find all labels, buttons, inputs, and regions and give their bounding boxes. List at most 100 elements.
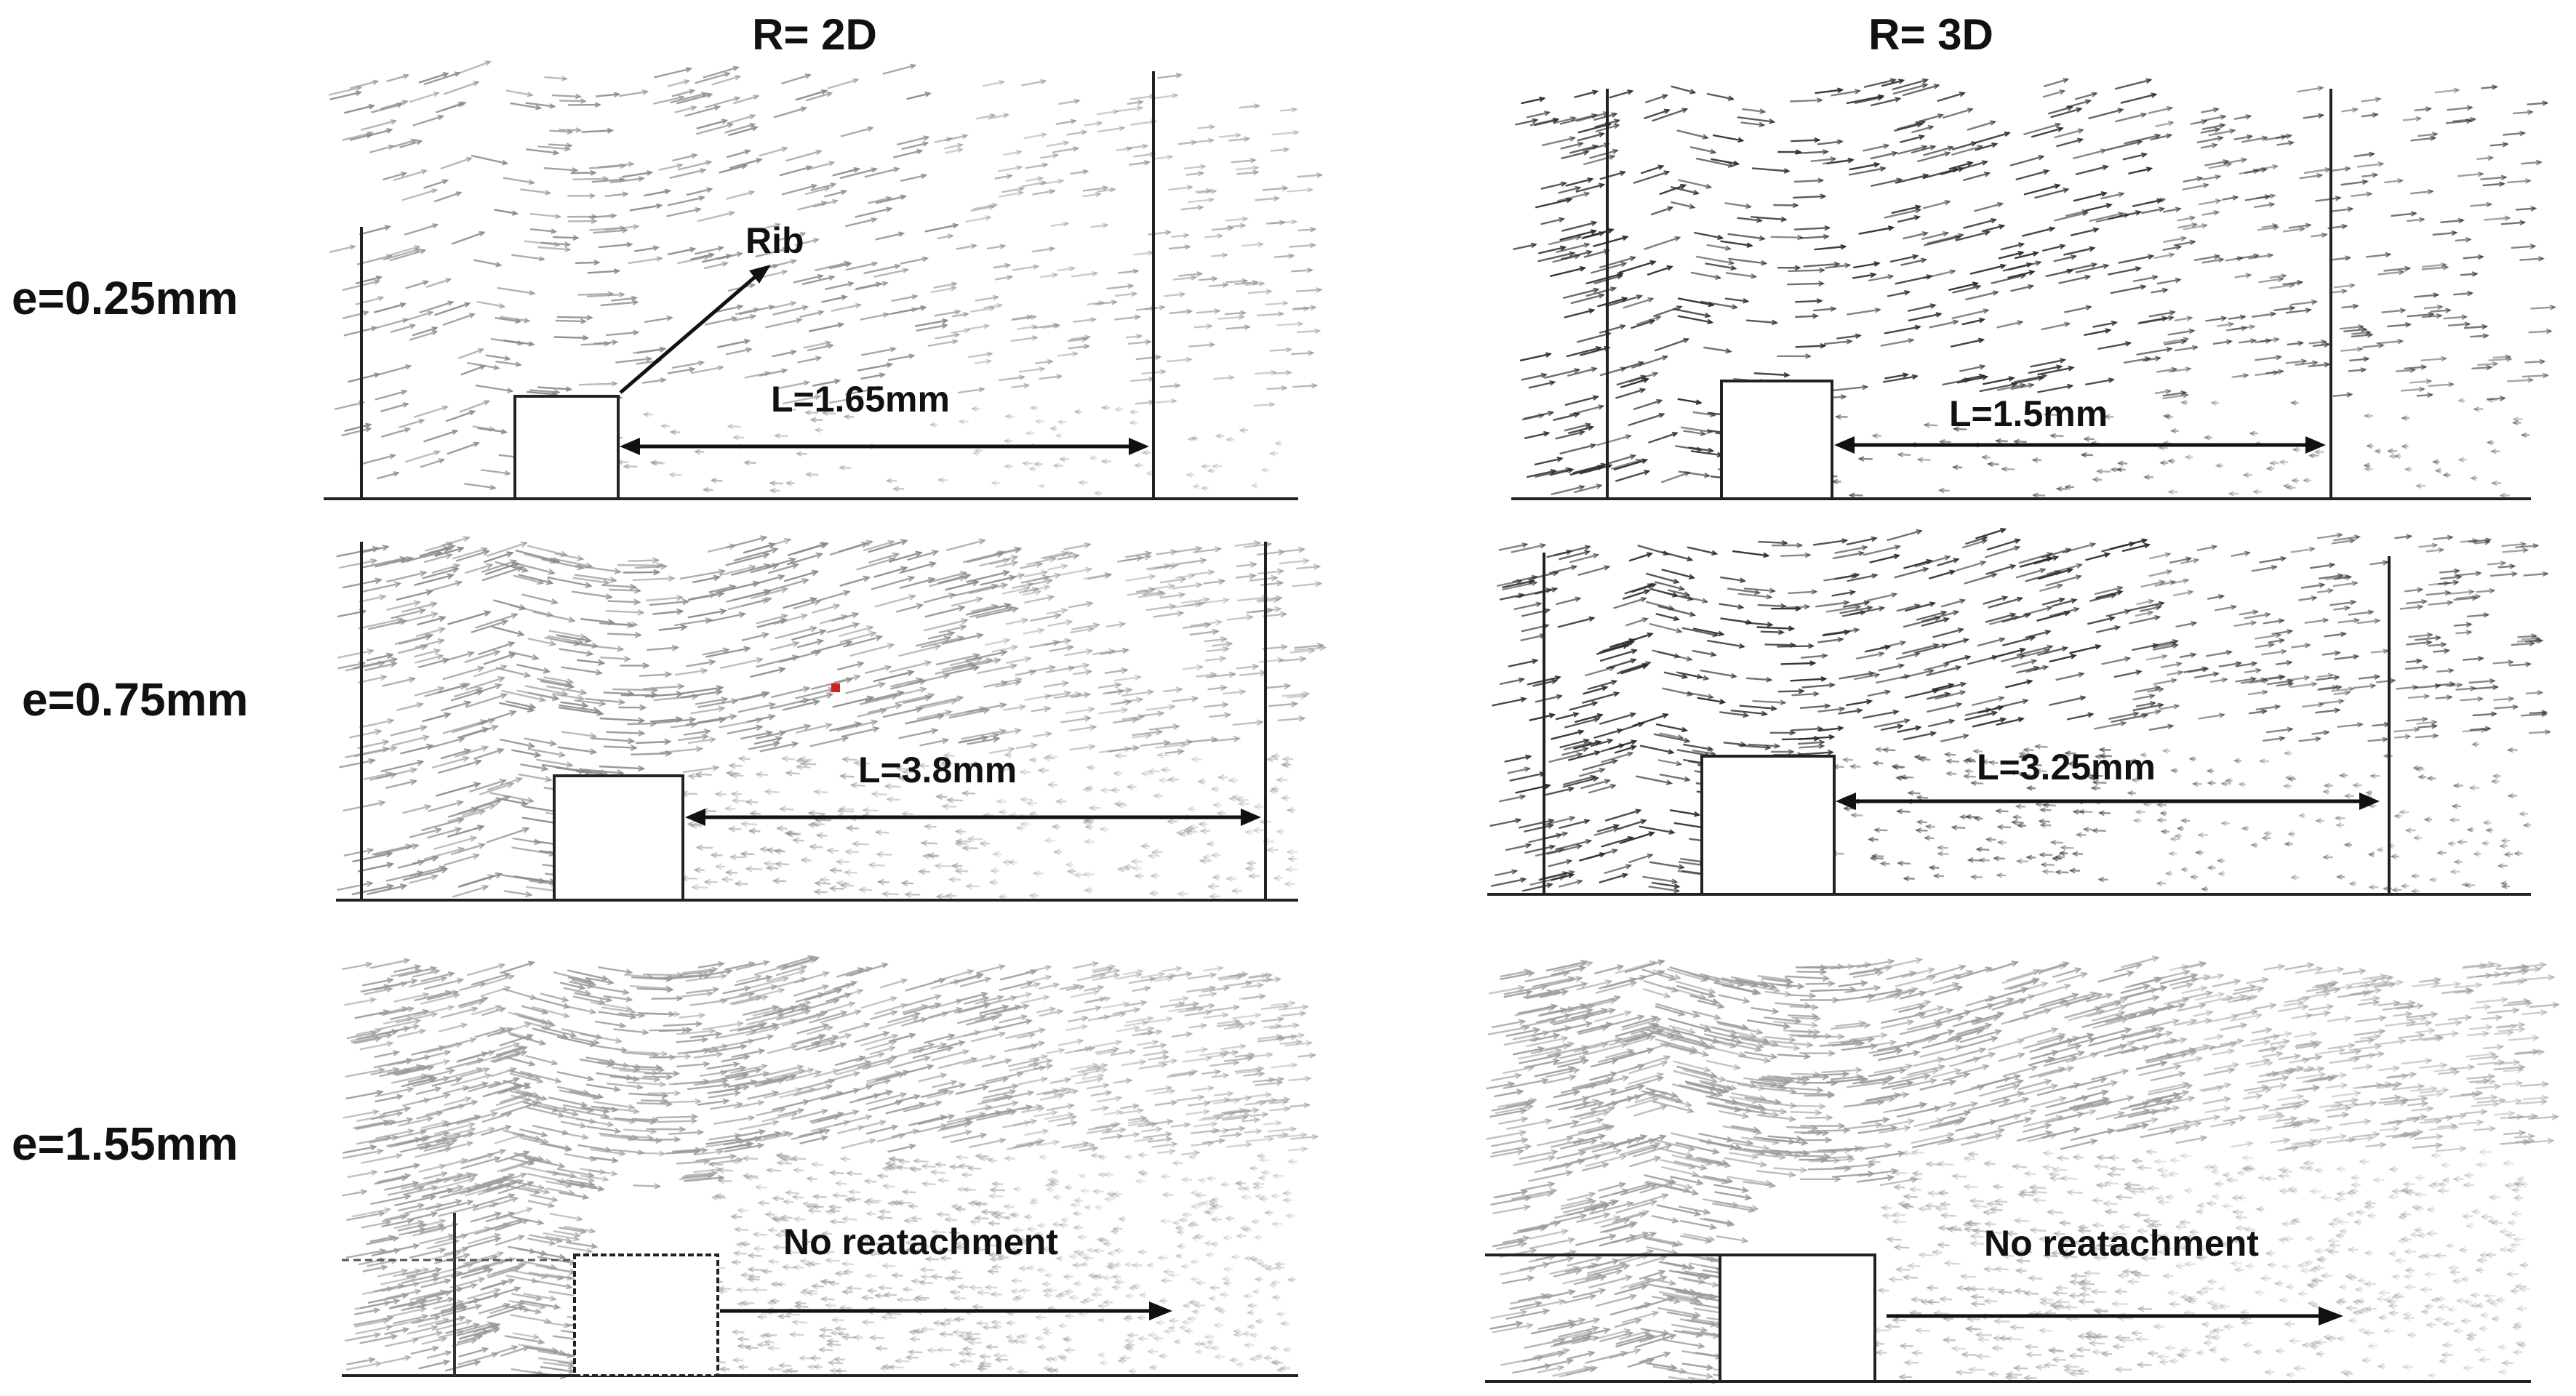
velocity-vector (1795, 315, 1817, 318)
velocity-vector (765, 318, 801, 329)
velocity-vector (1050, 222, 1068, 227)
velocity-vector (1564, 309, 1594, 318)
velocity-vector (2049, 696, 2086, 706)
velocity-vector (2045, 575, 2081, 587)
velocity-vector-head (1041, 132, 1048, 138)
velocity-vector-head (2487, 155, 2495, 161)
velocity-vector (1596, 435, 1631, 446)
velocity-vector (674, 619, 711, 627)
velocity-vector (503, 177, 534, 184)
velocity-vector-head (1759, 121, 1766, 128)
velocity-vector-head (1273, 196, 1281, 201)
velocity-vector (390, 324, 415, 333)
velocity-vector-head (2372, 112, 2380, 118)
velocity-vector (2244, 168, 2267, 174)
velocity-vector-head (744, 338, 751, 345)
velocity-vector-head (2311, 360, 2319, 366)
velocity-vector-head (2400, 415, 2408, 421)
velocity-vector-head (1310, 226, 1317, 233)
velocity-vector (2255, 356, 2281, 361)
velocity-vector-head (1004, 262, 1012, 269)
velocity-vector-head (1278, 310, 1285, 317)
velocity-vector (1711, 158, 1739, 165)
velocity-vector (510, 102, 541, 109)
velocity-vector (617, 564, 663, 566)
panel-3d-e025: L=1.5mm (1511, 78, 2557, 500)
velocity-vector (832, 168, 859, 177)
velocity-vector (452, 885, 488, 898)
velocity-vector-head (953, 332, 961, 338)
velocity-vector-head (989, 113, 996, 119)
velocity-vector-head (553, 149, 560, 156)
velocity-vector-head (2059, 358, 2067, 364)
velocity-vector (1753, 372, 1789, 377)
velocity-vector (1040, 273, 1057, 278)
velocity-vector-head (821, 410, 828, 417)
velocity-vector-head (2219, 123, 2226, 129)
velocity-vector (1690, 450, 1722, 457)
velocity-vector (1276, 322, 1303, 326)
velocity-vector (1197, 190, 1216, 194)
velocity-vector-head (741, 164, 748, 169)
velocity-vector (2041, 322, 2070, 331)
velocity-vector-head (1241, 278, 1249, 284)
velocity-vector-head (941, 323, 949, 329)
velocity-vector (1295, 289, 1321, 292)
velocity-vector (727, 726, 762, 735)
velocity-vector (935, 333, 959, 340)
velocity-vector (1991, 274, 2025, 284)
velocity-vector-head (1054, 323, 1062, 329)
velocity-vector (2332, 393, 2352, 397)
velocity-vector-head (1658, 412, 1665, 419)
velocity-vector-head (504, 470, 511, 476)
velocity-vector (1208, 284, 1228, 287)
velocity-vector (2239, 340, 2256, 344)
velocity-vector (1790, 99, 1822, 103)
velocity-vector (1183, 165, 1205, 169)
velocity-vector (405, 281, 428, 289)
velocity-vector (1575, 183, 1604, 193)
velocity-vector (606, 731, 644, 734)
velocity-vector (1066, 131, 1087, 136)
velocity-vector (1599, 873, 1628, 883)
velocity-vector-head (732, 65, 740, 72)
velocity-vector-head (824, 186, 831, 192)
velocity-vector (1225, 217, 1247, 222)
velocity-vector (374, 844, 418, 857)
velocity-vector (882, 64, 916, 75)
velocity-vector-head (2057, 127, 2064, 132)
velocity-vector (2447, 106, 2472, 111)
row-label-e025: e=0.25mm (12, 272, 238, 324)
velocity-vector (360, 120, 396, 131)
velocity-vector-head (1112, 109, 1120, 115)
velocity-vector-head (1070, 119, 1077, 125)
velocity-vector-head (1619, 324, 1627, 330)
velocity-vector-head (1908, 337, 1915, 344)
velocity-vector (1868, 275, 1893, 282)
velocity-vector (1599, 171, 1625, 180)
velocity-vector (529, 389, 559, 393)
velocity-vector (1034, 360, 1052, 364)
velocity-vector-head (1539, 96, 1546, 103)
velocity-vector-head (2167, 120, 2175, 127)
velocity-vector-head (2436, 313, 2443, 319)
velocity-vector-head (972, 450, 979, 457)
velocity-vector (1892, 84, 1927, 95)
velocity-vector-head (1830, 156, 1837, 162)
velocity-vector (2530, 306, 2555, 310)
velocity-vector-head (983, 324, 991, 329)
velocity-vector-head (1544, 111, 1551, 116)
velocity-vector-head (1692, 189, 1700, 196)
velocity-vector (849, 643, 894, 657)
velocity-vector-head (2397, 177, 2404, 184)
velocity-vector (1599, 367, 1626, 377)
velocity-vector (542, 763, 585, 773)
velocity-vector-head (2477, 254, 2485, 260)
velocity-vector-head (902, 268, 910, 273)
velocity-vector (828, 396, 862, 404)
velocity-vector-head (2228, 321, 2235, 328)
velocity-vector-head (1144, 160, 1151, 166)
velocity-vector-head (2434, 468, 2441, 474)
velocity-vector-head (1239, 427, 1246, 433)
velocity-vector (2009, 155, 2044, 167)
